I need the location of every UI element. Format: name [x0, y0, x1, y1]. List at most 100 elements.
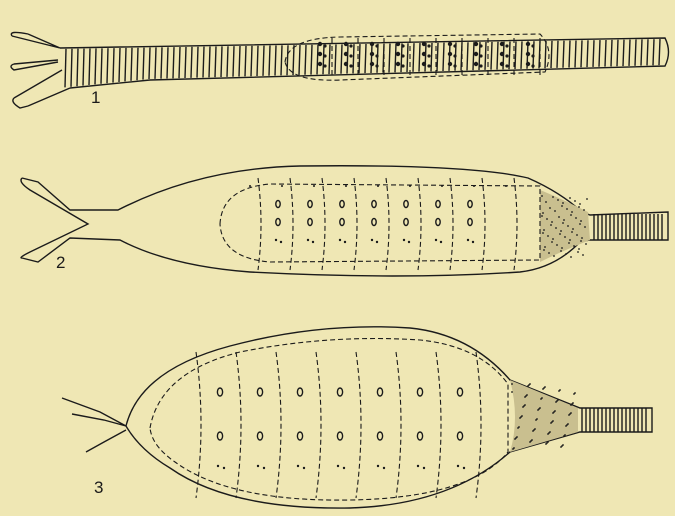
stipple-dot [572, 402, 574, 404]
ring-line [227, 46, 228, 77]
egg-oval [308, 219, 312, 226]
cell-divider [258, 178, 261, 270]
cell-divider [236, 352, 241, 498]
cell-divider [316, 352, 321, 498]
ring-line [65, 49, 66, 87]
egg-dot [500, 52, 504, 56]
egg-dot [377, 465, 379, 467]
stipple-dot [572, 228, 574, 230]
ring-line [623, 40, 624, 66]
egg-dot [312, 241, 314, 243]
egg-oval [257, 388, 262, 396]
stipple-dot [563, 219, 565, 221]
stipple-dot [543, 229, 545, 231]
ring-line [287, 45, 288, 75]
stipple-dot [534, 428, 536, 430]
ring-line [653, 39, 654, 65]
cell-divider [436, 352, 441, 498]
stipple-dot [586, 198, 588, 200]
ring-line [95, 48, 96, 84]
ring-line [449, 43, 450, 71]
figure-2-drawing [21, 166, 668, 276]
stipple-dot [551, 221, 553, 223]
ring-line [431, 43, 432, 71]
ring-line [551, 41, 552, 68]
egg-oval [217, 432, 222, 440]
stipple-dot [573, 245, 575, 247]
stipple-dot [576, 234, 578, 236]
stipple-dot [569, 197, 571, 199]
stipple-dot [580, 240, 582, 242]
ring-line [569, 41, 570, 68]
stipple-dot [562, 444, 564, 446]
stipple-dot [583, 209, 585, 211]
ring-line [629, 40, 630, 66]
ring-line [209, 47, 210, 78]
figure-label-1: 1 [91, 88, 100, 108]
ring-line [659, 39, 660, 65]
stipple-dot [518, 426, 520, 428]
ring-line [575, 40, 576, 67]
ring-line [317, 45, 318, 75]
egg-dot [370, 42, 374, 46]
egg-oval [377, 388, 382, 396]
stipple-dot [567, 225, 569, 227]
stipple-dot [557, 199, 559, 201]
egg-dot [505, 54, 508, 57]
egg-dot [249, 185, 251, 187]
stipple-dot [549, 207, 551, 209]
ring-line [77, 49, 78, 86]
egg-oval [297, 388, 302, 396]
cell-divider [196, 352, 201, 498]
egg-oval [337, 388, 342, 396]
ring-line [611, 40, 612, 67]
egg-oval [417, 432, 422, 440]
tube-1-outline [60, 38, 669, 88]
ring-line [617, 40, 618, 67]
egg-dot [440, 241, 442, 243]
cell-divider [290, 178, 293, 270]
ring-line [119, 48, 120, 82]
egg-oval [417, 388, 422, 396]
egg-dot [377, 185, 379, 187]
egg-dot [318, 62, 322, 66]
stipple-dot [541, 397, 543, 399]
stipple-dot [561, 205, 563, 207]
cell-divider [396, 352, 401, 498]
ring-line [389, 44, 390, 73]
egg-dot [479, 64, 482, 67]
egg-dot [370, 52, 374, 56]
egg-dot [448, 42, 452, 46]
egg-dot [396, 52, 400, 56]
tube-1-fork-lower [14, 70, 70, 106]
cell-divider [322, 178, 325, 270]
ring-line [149, 48, 150, 79]
figure-label-3: 3 [94, 478, 103, 498]
ring-line [185, 47, 186, 78]
egg-dot [345, 185, 347, 187]
ring-line [173, 47, 174, 78]
figure-label-2: 2 [56, 253, 65, 273]
egg-dot [467, 239, 469, 241]
stipple-dot [547, 235, 549, 237]
cell-divider [450, 178, 453, 270]
ring-line [215, 46, 216, 77]
ring-line [521, 41, 522, 69]
egg-dot [531, 54, 534, 57]
stipple-dot [578, 206, 580, 208]
egg-dot [223, 467, 225, 469]
egg-dot [403, 239, 405, 241]
egg-dot [344, 241, 346, 243]
egg-dot [422, 52, 426, 56]
egg-dot [371, 239, 373, 241]
egg-dot [526, 42, 530, 46]
stipple-dot [580, 220, 582, 222]
egg-oval [436, 219, 440, 226]
egg-dot [375, 44, 378, 47]
ring-line [557, 41, 558, 68]
egg-dot [448, 62, 452, 66]
egg-oval [404, 219, 408, 226]
stipple-dot [542, 212, 544, 214]
figure-1-drawing [11, 32, 669, 108]
egg-dot [422, 42, 426, 46]
